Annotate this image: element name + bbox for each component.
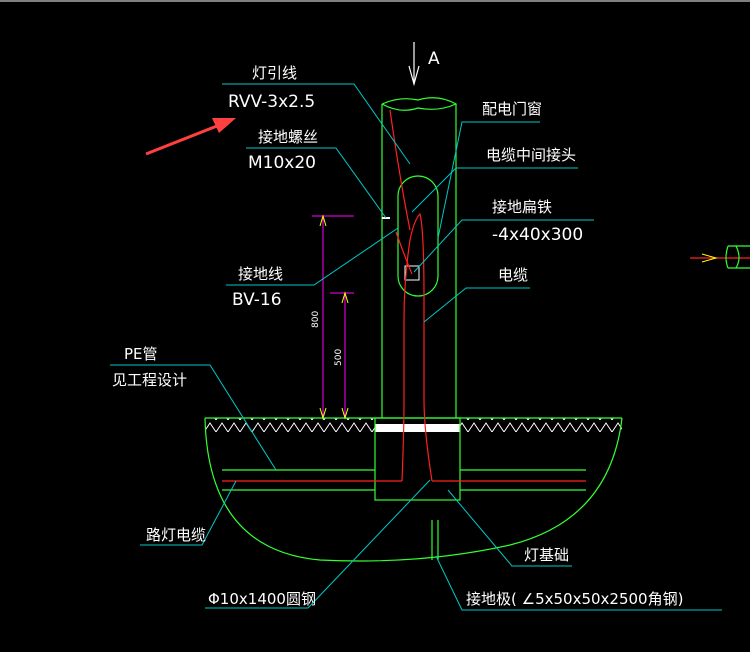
- ground-screw-label: 接地螺丝: [258, 128, 318, 146]
- pe-pipe-note: 见工程设计: [112, 371, 187, 389]
- foundation-pit: [204, 417, 623, 562]
- ground-flat-steel-spec: -4x40x300: [492, 225, 583, 245]
- callout-arrow: [145, 118, 236, 156]
- lamp-lead-label: 灯引线: [252, 64, 297, 82]
- lamp-lead-spec: RVV-3x2.5: [228, 92, 315, 112]
- view-arrow-a: A: [408, 42, 440, 87]
- dimension-500: 500: [330, 291, 354, 420]
- ground-flat-steel-label: 接地扁铁: [492, 198, 552, 216]
- dimension-800: 800: [311, 214, 354, 420]
- cable-joint-label: 电缆中间接头: [486, 146, 576, 164]
- ground-flat-steel-block: [404, 265, 420, 281]
- ground-screw-spec: M10x20: [248, 153, 316, 173]
- right-edge-fragment: [690, 245, 750, 269]
- pe-pipe-label: PE管: [124, 345, 158, 363]
- ground-wire-label: 接地线: [238, 265, 283, 283]
- lamp-foundation-label: 灯基础: [524, 546, 569, 564]
- ground-plate-angle-steel: [431, 520, 439, 560]
- lamp-foundation-block: [374, 417, 461, 501]
- red-cables: [222, 109, 586, 482]
- dimension-500-label: 500: [334, 349, 344, 366]
- round-steel-label: Φ10x1400圆钢: [208, 590, 316, 608]
- dimension-800-label: 800: [311, 311, 321, 328]
- pe-pipe-lines: [222, 469, 586, 491]
- street-cable-label: 路灯电缆: [146, 526, 206, 544]
- distribution-window-label: 配电门窗: [482, 100, 542, 118]
- distribution-window: [397, 175, 439, 297]
- ground-surface: [205, 417, 622, 434]
- ground-wire-spec: BV-16: [232, 290, 282, 310]
- view-marker-label: A: [428, 49, 440, 69]
- ground-plate-label: 接地极( ∠5x50x50x2500角钢): [466, 590, 683, 608]
- cable-label: 电缆: [498, 266, 528, 284]
- lamp-pole: [381, 97, 458, 418]
- leader-lines: [110, 83, 722, 611]
- pole-base-plate: [375, 424, 460, 432]
